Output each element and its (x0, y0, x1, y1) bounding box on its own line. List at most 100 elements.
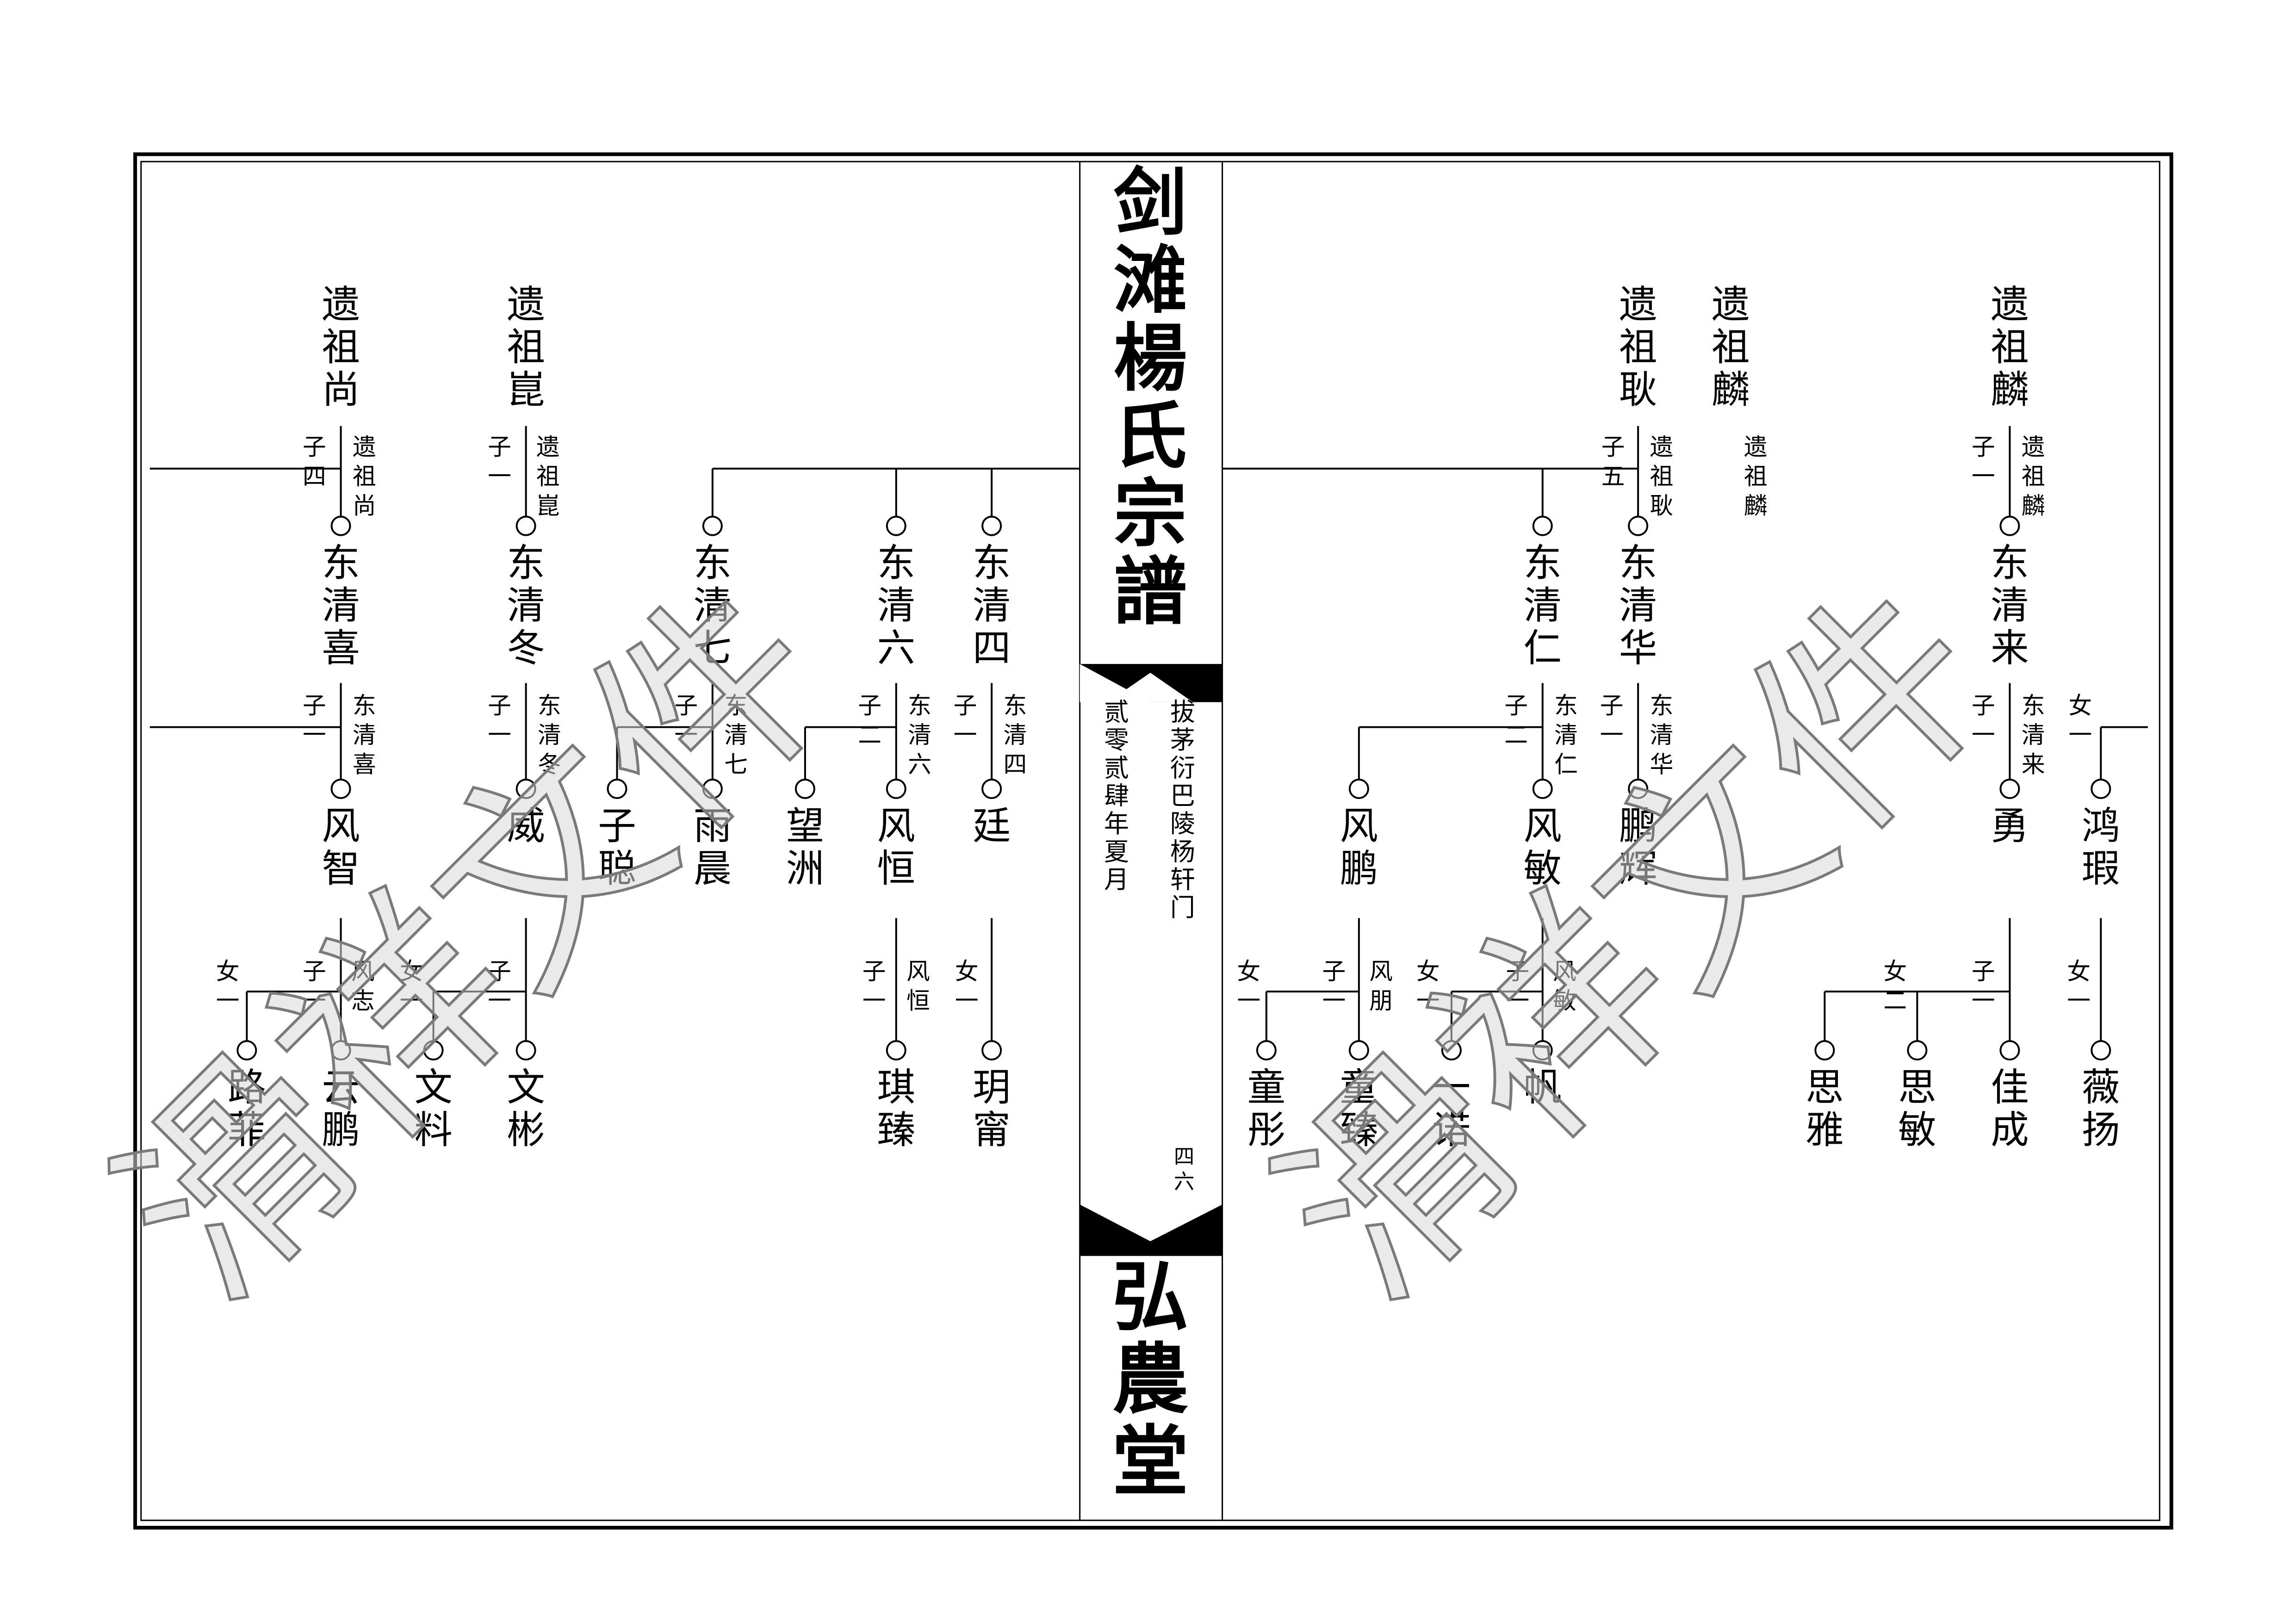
sons-count-G2c-char: 一 (674, 721, 698, 749)
person-tag-G3a-char: 风 (351, 958, 375, 985)
sons-count-G2a-char: 一 (303, 721, 326, 749)
person-tag-G3h: 风朋 (1369, 958, 1393, 1015)
sons-count-G2e: 子一 (954, 692, 977, 749)
person-tag-G2e-char: 清 (1004, 721, 1027, 749)
person-name-G3i: 风敏 (1523, 804, 1562, 891)
person-name-G4m: 佳成 (1991, 1065, 2029, 1152)
person-name-G4f-char: 甯 (973, 1108, 1011, 1152)
compile-date-char: 贰 (1104, 753, 1129, 782)
compile-date-char: 肆 (1104, 781, 1129, 811)
person-tag-G2c-char: 东 (724, 692, 748, 719)
person-name-G2h-char: 东 (1991, 541, 2029, 585)
sons-count-G3k-char: 子 (1972, 958, 1995, 985)
person-tag-G3a-char: 志 (351, 987, 375, 1015)
person-name-G4n-char: 薇 (2082, 1065, 2120, 1110)
person-node-G4c (423, 1040, 444, 1061)
sons-count-F3-char: 五 (1601, 463, 1625, 490)
person-node-G3f (886, 778, 906, 799)
person-tag-G2h-char: 清 (2022, 721, 2045, 749)
person-node-G2c (702, 515, 723, 536)
sons-count-G3a-char: 子 (303, 958, 326, 985)
person-node-G3d (702, 778, 723, 799)
watermark-1: 滑祥文件 (71, 541, 876, 1346)
person-name-G3j: 鹏辉 (1619, 804, 1657, 891)
person-name-G2g-char: 清 (1619, 583, 1657, 628)
ancestor-name-F1-char: 尚 (322, 367, 360, 412)
branch-name-char: 杨 (1170, 837, 1195, 866)
ancestor-name-F3-char: 耿 (1619, 367, 1657, 412)
person-tag-G2h-char: 东 (2022, 692, 2045, 719)
sons-count-G2b-char: 子 (488, 692, 511, 719)
person-node-G4h (1348, 1040, 1369, 1061)
person-name-G3l-char: 鸿 (2082, 804, 2120, 848)
ancestor-name-F5-char: 祖 (1991, 325, 2029, 369)
daughters-count-G3i-char: 女 (1416, 958, 1440, 985)
branch-name-char: 衍 (1170, 753, 1195, 782)
person-name-G3a-char: 智 (322, 846, 360, 891)
spine-notch (1107, 673, 1193, 702)
person-name-G2e-char: 清 (973, 583, 1011, 628)
sons-count-F1-char: 四 (303, 463, 326, 490)
person-name-G3h-char: 鹏 (1340, 846, 1378, 891)
person-name-G3j-char: 鹏 (1619, 804, 1657, 848)
sons-count-G2d: 子二 (858, 692, 881, 749)
ancestor-name-F5-char: 麟 (1991, 367, 2029, 412)
person-name-G3h-char: 风 (1340, 804, 1378, 848)
person-name-G3f-char: 恒 (877, 846, 915, 891)
book-title-char: 氏 (1114, 393, 1187, 479)
daughters-count-G2h-char: 一 (2068, 721, 2092, 749)
person-name-G3l-char: 瑕 (2082, 846, 2120, 891)
person-tag-G3i-char: 风 (1553, 958, 1576, 985)
ancestor-name-F3-char: 遗 (1619, 282, 1657, 327)
person-tag-G2a-char: 喜 (353, 751, 376, 778)
sons-count-G3k: 子一 (1972, 958, 1995, 1015)
branch-name-char: 门 (1170, 893, 1195, 922)
ancestor-name-F3: 遗祖耿 (1619, 282, 1657, 412)
person-name-G2b-char: 冬 (507, 626, 545, 670)
person-node-G4g (1256, 1040, 1277, 1061)
person-name-G2a-char: 东 (322, 541, 360, 585)
person-name-G2b-char: 东 (507, 541, 545, 585)
daughters-count-G3l-char: 一 (2067, 987, 2091, 1015)
person-name-G4e: 琪臻 (877, 1065, 915, 1152)
book-title-char: 楊 (1114, 316, 1187, 402)
person-tag-G2h-char: 来 (2022, 751, 2045, 778)
ancestor-tag-F5-char: 麟 (2022, 492, 2045, 520)
person-name-G2g: 东清华 (1619, 541, 1657, 670)
person-name-G2e-char: 东 (973, 541, 1011, 585)
page-number-char: 六 (1174, 1170, 1194, 1194)
sons-count-G2a: 子一 (303, 692, 326, 749)
person-node-G4e (886, 1040, 906, 1061)
daughters-count-G3h: 女一 (1237, 958, 1260, 1015)
person-name-G4g-char: 彤 (1247, 1108, 1286, 1152)
person-node-G3l (2091, 778, 2111, 799)
daughters-count-G3g-char: 女 (955, 958, 979, 985)
person-name-G4j: 帆 (1523, 1065, 1562, 1110)
person-node-G2h (1999, 515, 2020, 536)
sons-count-G3f: 子一 (863, 958, 886, 1015)
person-name-G4n: 薇扬 (2082, 1065, 2120, 1152)
outer-border (133, 152, 2173, 1530)
person-tag-G2g-char: 东 (1650, 692, 1674, 719)
person-name-G4i-char: 一 (1433, 1065, 1471, 1110)
sons-count-G2g: 子一 (1600, 692, 1624, 749)
person-node-G3g (981, 778, 1002, 799)
person-name-G4a: 路菲 (228, 1065, 266, 1152)
person-name-G3h: 风鹏 (1340, 804, 1378, 891)
inner-border (140, 161, 2160, 1521)
person-name-G3b-char: 威 (507, 804, 545, 848)
daughters-count-G3k: 女二 (1883, 958, 1907, 1015)
book-title-char: 剑 (1114, 160, 1187, 246)
person-name-G4f: 玥甯 (973, 1065, 1011, 1152)
person-node-G2f (1532, 515, 1553, 536)
sons-count-G2h-char: 子 (1972, 692, 1995, 719)
person-name-G4m-char: 成 (1991, 1108, 2029, 1152)
book-title-char: 宗 (1114, 471, 1187, 557)
person-node-G4k (1814, 1040, 1835, 1061)
ancestor-tag-F4-char: 祖 (1744, 463, 1768, 490)
sons-count-F3-char: 子 (1601, 434, 1625, 461)
person-tag-G2a-char: 东 (353, 692, 376, 719)
person-name-G2d-char: 六 (877, 626, 915, 670)
ancestor-name-F4-char: 麟 (1712, 367, 1750, 412)
